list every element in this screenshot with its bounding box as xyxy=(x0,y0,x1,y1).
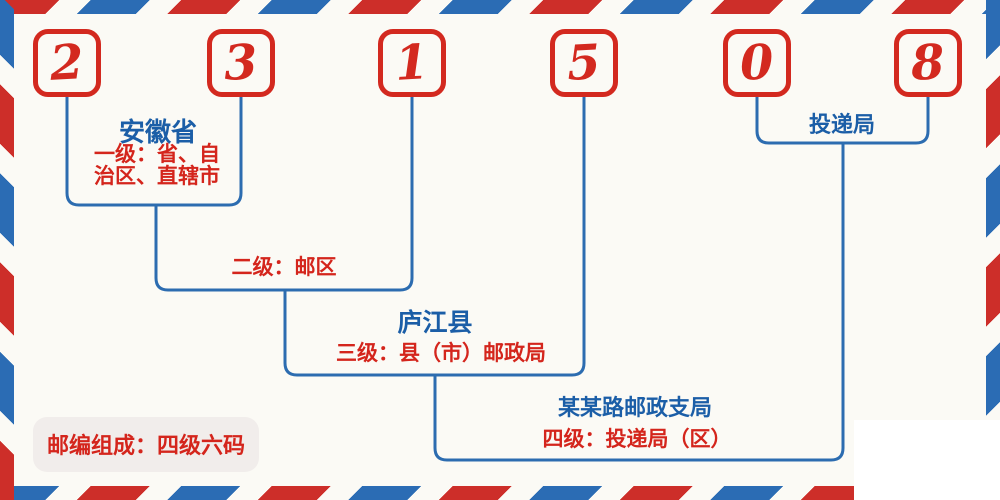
level2-desc: 二级：邮区 xyxy=(231,255,337,279)
envelope-border-top xyxy=(0,0,1000,14)
composition-note: 邮编组成：四级六码 xyxy=(33,417,260,472)
digit-box-1: 2 xyxy=(33,29,101,97)
delivery-bureau-label: 投递局 xyxy=(808,113,876,138)
level3-desc: 三级：县（市）邮政局 xyxy=(336,341,546,365)
envelope-border-right xyxy=(986,0,1000,500)
level1-desc-line2: 治区、直辖市 xyxy=(94,163,220,188)
digit-box-6: 8 xyxy=(894,29,962,97)
envelope-border-bottom xyxy=(0,486,1000,500)
digit-value: 8 xyxy=(909,34,947,92)
digit-value: 5 xyxy=(565,34,603,92)
level1-desc-line1: 一级：省、自 xyxy=(94,142,220,166)
digit-box-3: 1 xyxy=(378,29,446,97)
digit-value: 0 xyxy=(738,34,776,92)
digit-value: 1 xyxy=(393,34,431,92)
county-label: 庐江县 xyxy=(397,308,473,337)
digit-box-5: 0 xyxy=(723,29,791,97)
digit-box-4: 5 xyxy=(550,29,618,97)
digit-value: 3 xyxy=(222,34,260,92)
corner-notch xyxy=(854,420,1000,500)
level1-desc: 一级：省、自 治区、直辖市 xyxy=(94,142,220,188)
level4-desc: 四级：投递局（区） xyxy=(542,427,732,451)
branch-office-label: 某某路邮政支局 xyxy=(557,396,713,421)
envelope-border-left xyxy=(0,0,14,500)
digit-box-2: 3 xyxy=(207,29,275,97)
digit-value: 2 xyxy=(48,34,86,92)
